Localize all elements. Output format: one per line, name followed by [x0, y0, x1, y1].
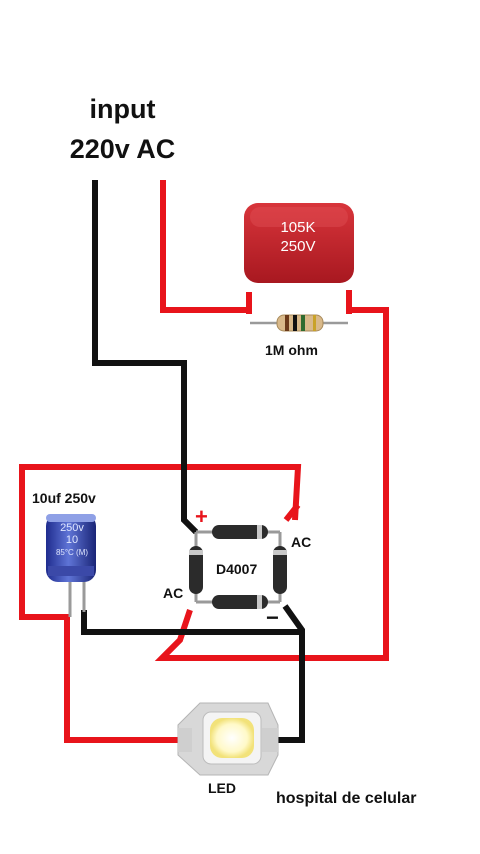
- wire-top-loop: [19, 464, 302, 743]
- diode-top: [212, 525, 268, 539]
- wire-bridge-minus-to-led: [275, 604, 305, 743]
- led-module: [177, 702, 279, 776]
- capacitor-value-text: 105K: [280, 219, 315, 236]
- black-wires: [81, 180, 305, 743]
- resistor: [250, 314, 348, 332]
- bridge-part-label: D4007: [216, 561, 258, 577]
- led-label: LED: [208, 780, 236, 796]
- film-capacitor: [244, 203, 354, 314]
- wire-input-to-bridge: [92, 180, 199, 535]
- wire-electrolytic-minus: [81, 610, 302, 635]
- electrolytic-print-temperature: 85°C (M): [56, 548, 88, 557]
- diode-left: [189, 546, 203, 594]
- bridge-minus-sign: −: [266, 605, 279, 630]
- electrolytic-capacitor: [46, 514, 96, 617]
- diode-bottom: [212, 595, 268, 609]
- bridge-ac-right-label: AC: [291, 534, 312, 550]
- electrolytic-print-capacitance: 10: [66, 534, 78, 546]
- wire-ac-right-stub: [283, 503, 301, 522]
- capacitor-voltage-text: 250V: [280, 238, 315, 255]
- resistor-label: 1M ohm: [265, 342, 318, 358]
- electrolytic-print-voltage: 250v: [60, 522, 84, 534]
- bridge-ac-left-label: AC: [163, 585, 184, 601]
- watermark-text: hospital de celular: [276, 790, 417, 807]
- diode-right: [273, 546, 287, 594]
- input-voltage-title: 220v AC: [69, 134, 176, 164]
- electrolytic-label: 10uf 250v: [32, 490, 96, 506]
- wire-input-to-capacitor: [160, 180, 248, 313]
- input-title: input: [89, 94, 156, 124]
- bridge-plus-sign: +: [195, 504, 208, 529]
